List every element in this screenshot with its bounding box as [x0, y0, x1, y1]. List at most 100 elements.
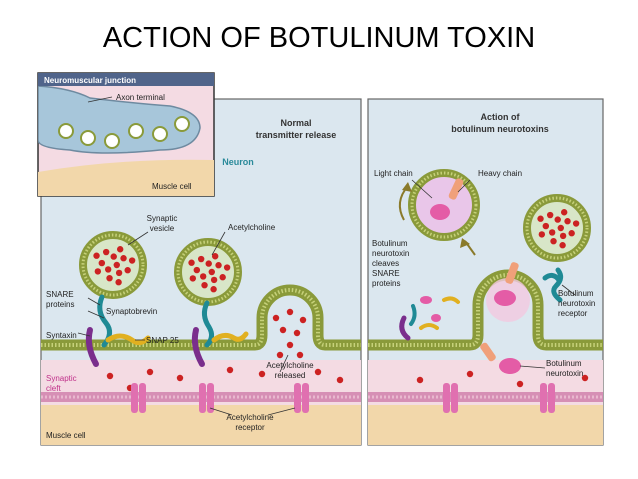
acetylcholine-dot: [548, 229, 556, 236]
acetylcholine-receptors-right: [443, 383, 555, 413]
acetylcholine-label: Acetylcholine: [228, 223, 276, 232]
acetylcholine-dot: [416, 376, 424, 384]
right-muscle-region: [368, 405, 603, 445]
acetylcholine-dot: [286, 341, 294, 349]
right-heading-line1: Action of: [481, 112, 521, 122]
acetylcholine-dot: [188, 259, 195, 266]
acetylcholine-dot: [104, 266, 112, 273]
acetylcholine-dot: [102, 248, 110, 256]
synaptic-vesicle-label-line2: vesicle: [150, 224, 175, 233]
inset-header: Neuromuscular junction: [44, 76, 136, 85]
acetylcholine-dot: [550, 237, 557, 245]
acetylcholine-dot: [210, 276, 218, 284]
acetylcholine-dot: [299, 316, 307, 324]
light-chain-label: Light chain: [374, 169, 413, 178]
acetylcholine-dot: [210, 286, 217, 293]
acetylcholine-dot: [223, 264, 231, 271]
neuromuscular-junction-inset: Neuromuscular junction Axon terminal Mus…: [37, 72, 215, 197]
neurotoxin-entering: [494, 262, 519, 306]
right-heading-line2: botulinum neurotoxins: [451, 124, 549, 134]
acetylcholine-dot: [537, 215, 544, 222]
botulinum-receptor-line3: receptor: [558, 309, 588, 318]
acetylcholine-dot: [113, 261, 120, 269]
acetylcholine-dot: [215, 262, 222, 269]
acetylcholine-dot: [581, 374, 589, 382]
acetylcholine-dot: [546, 211, 554, 219]
acetylcholine-dot: [226, 366, 234, 374]
acetylcholine-molecules: [93, 246, 344, 392]
acetylcholine-dot: [276, 351, 284, 359]
free-neurotoxin: [480, 342, 521, 374]
cleaves-label-line2: neurotoxin: [372, 249, 409, 258]
acetylcholine-dot: [128, 257, 136, 264]
acetylcholine-dot: [286, 308, 294, 316]
cleaves-label-line3: cleaves: [372, 259, 399, 268]
snap25-label: SNAP 25: [146, 336, 179, 345]
acetylcholine-dot: [120, 255, 127, 262]
inset-muscle-label: Muscle cell: [152, 182, 192, 191]
right-panel: Action of botulinum neurotoxins Light ch…: [367, 98, 604, 446]
light-chain-fragment: [420, 296, 441, 322]
acetylcholine-dot: [538, 231, 546, 238]
slide-title: ACTION OF BOTULINUM TOXIN: [102, 22, 536, 54]
acetylcholine-dot: [176, 374, 184, 382]
acetylcholine-receptors-left: [131, 383, 309, 413]
botulinum-receptor-line1: Botulinum: [558, 289, 594, 298]
cleaves-label-line4: SNARE: [372, 269, 400, 278]
right-synaptic-vesicle: [523, 194, 591, 262]
synaptic-cleft-label-line1: Synaptic: [46, 374, 77, 383]
neuron-label: Neuron: [222, 157, 254, 167]
synaptobrevin-label: Synaptobrevin: [106, 307, 157, 316]
acetylcholine-dot: [559, 242, 566, 249]
acetylcholine-dot: [559, 232, 567, 240]
synaptic-cleft-label-line2: cleft: [46, 384, 61, 393]
acetylcholine-dot: [572, 220, 580, 227]
acetylcholine-dot: [466, 370, 474, 378]
neurotoxin-in-vesicle: [430, 178, 464, 220]
acetylcholine-dot: [208, 268, 215, 276]
acetylcholine-dot: [94, 268, 102, 275]
acetylcholine-dot: [197, 255, 205, 263]
botulinum-neurotoxin-line2: neurotoxin: [546, 369, 583, 378]
acetylcholine-dot: [106, 274, 113, 282]
left-heading-line1: Normal: [280, 118, 311, 128]
heavy-chain-label: Heavy chain: [478, 169, 522, 178]
inset-vesicles: [58, 116, 190, 149]
acetylcholine-dot: [296, 351, 304, 359]
cleaved-snare-proteins: [399, 296, 460, 341]
acetylcholine-dot: [146, 368, 154, 376]
cleaves-label-line1: Botulinum: [372, 239, 408, 248]
inset-muscle-cell: [38, 159, 214, 196]
acetylcholine-released-line1: Acetylcholine: [266, 361, 314, 370]
acetylcholine-dot: [189, 275, 197, 282]
acetylcholine-receptor-line2: receptor: [235, 423, 265, 432]
acetylcholine-dot: [542, 222, 550, 230]
acetylcholine-dot: [205, 260, 212, 267]
acetylcholine-dot: [106, 372, 114, 380]
botulinum-neurotoxin-line1: Botulinum: [546, 359, 582, 368]
left-heading-line2: transmitter release: [256, 130, 337, 140]
synaptic-vesicle-1: [79, 231, 147, 299]
acetylcholine-dot: [115, 269, 123, 277]
acetylcholine-dot: [211, 253, 219, 260]
synaptic-vesicle-label-line1: Synaptic: [147, 214, 178, 223]
acetylcholine-dot: [336, 376, 344, 384]
acetylcholine-dot: [124, 267, 131, 274]
synaptic-vesicle-2: [174, 238, 242, 306]
acetylcholine-dot: [560, 209, 568, 216]
snare-label-line1: SNARE: [46, 290, 74, 299]
acetylcholine-dot: [554, 216, 561, 223]
acetylcholine-dot: [201, 281, 208, 289]
acetylcholine-dot: [564, 218, 571, 225]
inset-axon-label: Axon terminal: [116, 93, 165, 102]
acetylcholine-dot: [93, 252, 100, 259]
snare-label-line2: proteins: [46, 300, 74, 309]
acetylcholine-dot: [193, 266, 201, 274]
acetylcholine-dot: [199, 273, 207, 280]
acetylcholine-dot: [110, 253, 117, 260]
botulinum-receptor: [542, 267, 564, 303]
acetylcholine-dot: [279, 326, 287, 334]
muscle-cell-label: Muscle cell: [46, 431, 86, 440]
acetylcholine-dot: [116, 246, 124, 253]
